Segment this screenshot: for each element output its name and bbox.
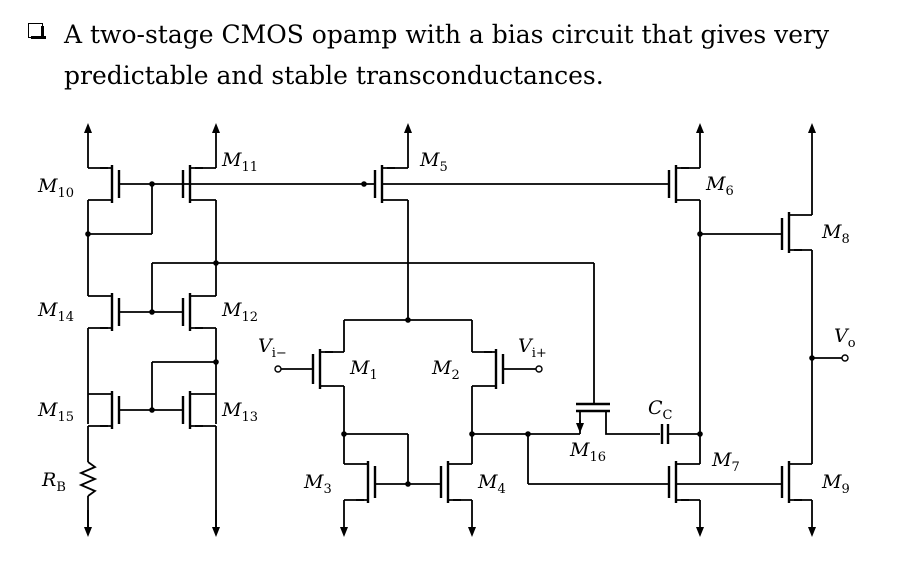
label-m2: M2 (431, 357, 460, 383)
transistor-m10 (88, 165, 121, 203)
transistor-m5 (373, 165, 408, 203)
label-m6: M6 (705, 173, 734, 199)
label-vi-plus: Vi+ (518, 335, 547, 361)
transistor-m13 (181, 391, 216, 429)
label-vo: Vo (834, 325, 856, 351)
transistor-m3 (344, 461, 377, 503)
checkbox-bullet-icon (28, 23, 46, 39)
label-m11: M11 (221, 149, 258, 175)
transistor-m1 (274, 349, 344, 389)
label-m3: M3 (303, 471, 332, 497)
transistor-m2 (472, 349, 543, 389)
label-m9: M9 (821, 471, 850, 497)
label-m7: M7 (711, 449, 740, 475)
label-m4: M4 (477, 471, 506, 497)
label-m13: M13 (221, 399, 258, 425)
label-m10: M10 (37, 175, 74, 201)
label-m5: M5 (419, 149, 448, 175)
transistor-m4 (439, 461, 472, 503)
transistor-m9 (780, 461, 812, 503)
transistor-m8 (780, 212, 812, 253)
capacitor-cc (660, 424, 703, 444)
label-m8: M8 (821, 221, 850, 247)
label-m1: M1 (349, 357, 378, 383)
label-cc: CC (648, 397, 673, 423)
label-m12: M12 (221, 299, 258, 325)
label-rb: RB (41, 469, 66, 495)
transistor-m14 (88, 293, 121, 331)
transistor-m6 (667, 165, 700, 203)
label-m14: M14 (37, 299, 74, 325)
transistor-m12 (181, 293, 216, 331)
label-m15: M15 (37, 399, 74, 425)
transistor-m15 (88, 391, 121, 429)
description-text: A two-stage CMOS opamp with a bias circu… (64, 20, 830, 90)
transistor-m7 (667, 461, 700, 503)
label-vi-minus: Vi− (258, 335, 287, 361)
vdd-arrows (84, 123, 816, 215)
transistor-m16 (576, 402, 660, 435)
label-m16: M16 (569, 439, 606, 465)
